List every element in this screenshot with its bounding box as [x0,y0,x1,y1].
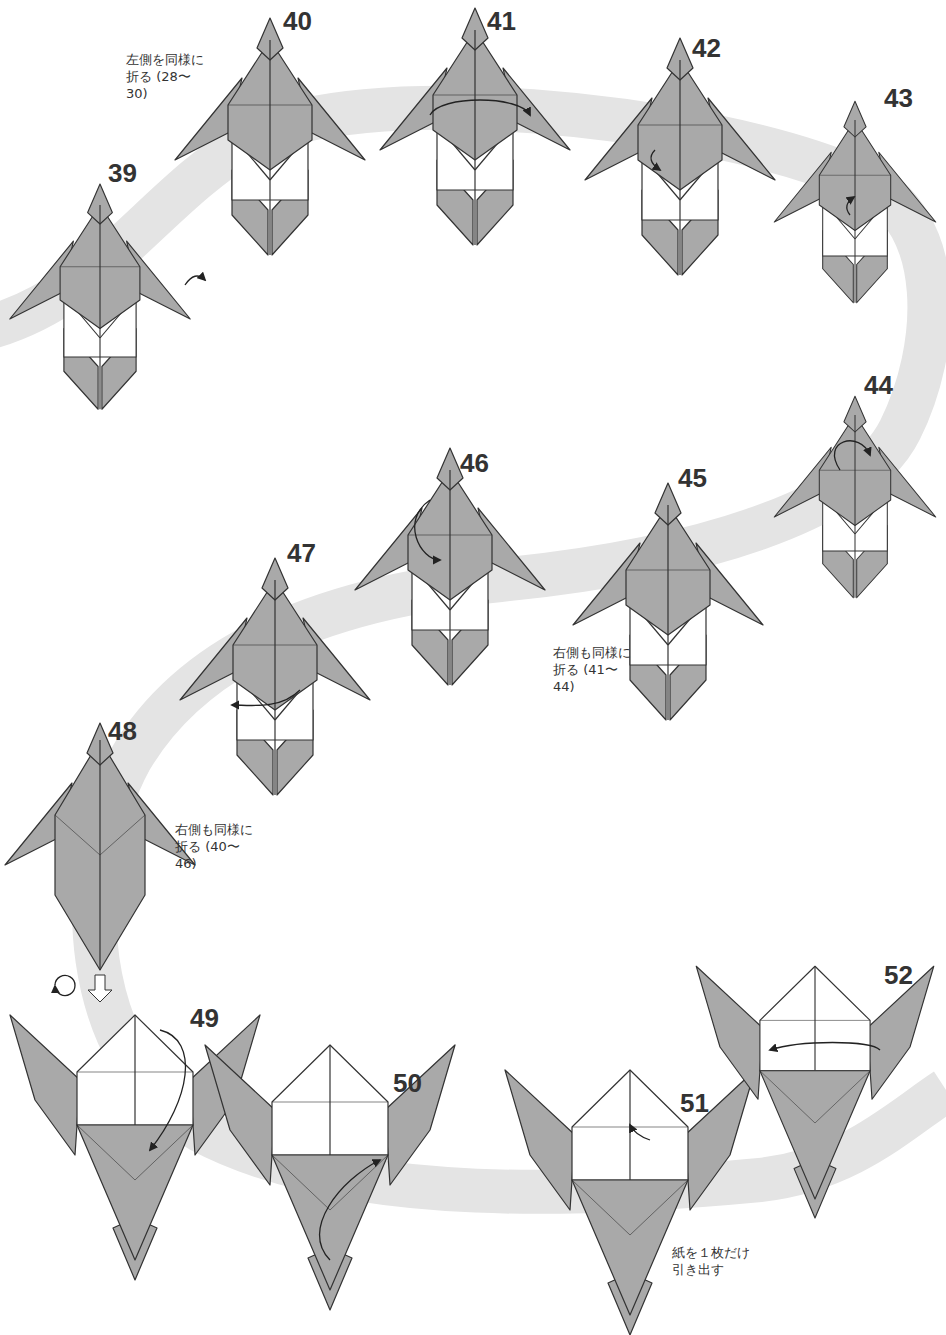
step-number: 44 [864,372,893,398]
step-number: 45 [678,465,707,491]
instruction-note: 左側を同様に 折る (28〜30) [126,52,208,103]
step-number: 39 [108,160,137,186]
step-number: 47 [287,540,316,566]
step-number: 43 [884,85,913,111]
step-number: 50 [393,1070,422,1096]
step-number: 48 [108,718,137,744]
step-number: 41 [487,8,516,34]
instruction-note: 紙を１枚だけ 引き出す [672,1245,756,1279]
step-number: 51 [680,1090,709,1116]
step-number: 40 [283,8,312,34]
instruction-note: 右側も同様に 折る (40〜46) [175,822,259,873]
step-number: 42 [692,35,721,61]
step-number: 46 [460,450,489,476]
step-number: 52 [884,962,913,988]
instruction-note: 右側も同様に 折る (41〜44) [553,645,637,696]
step-number: 49 [190,1005,219,1031]
